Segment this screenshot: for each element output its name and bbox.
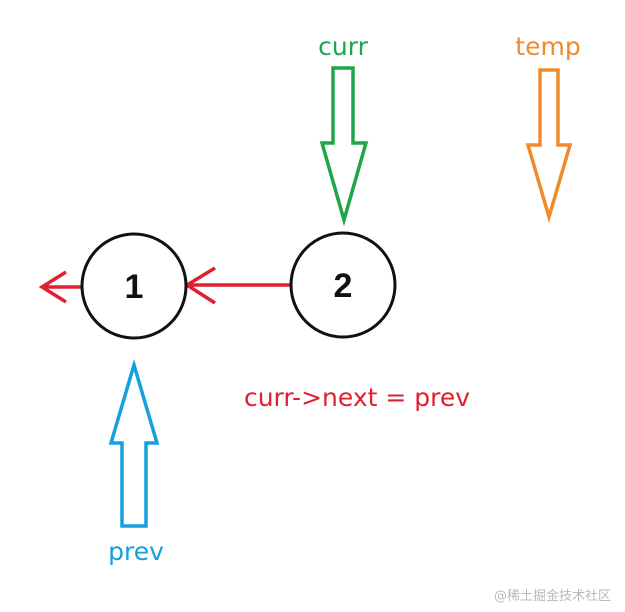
- curr-pointer: curr: [318, 32, 369, 227]
- prev-pointer-label: prev: [108, 537, 164, 566]
- curr-pointer-label: curr: [318, 32, 368, 61]
- temp-pointer: temp: [515, 32, 581, 224]
- reversal-code-annotation: curr->next = prev: [244, 383, 470, 412]
- prev-pointer: prev: [108, 358, 164, 566]
- watermark: @稀土掘金技术社区: [493, 589, 611, 604]
- list-node-2: 2: [289, 231, 397, 339]
- node1-next-arrow: [38, 270, 81, 304]
- node2-next-arrow: [183, 266, 291, 305]
- temp-pointer-arrow: [525, 68, 573, 224]
- temp-pointer-label: temp: [515, 32, 580, 61]
- list-node-1-label: 1: [125, 268, 144, 306]
- list-node-2-circle: [289, 231, 397, 339]
- curr-pointer-arrow: [319, 66, 369, 227]
- list-node-1-circle: [80, 232, 188, 340]
- prev-pointer-arrow: [108, 358, 160, 528]
- node1-next-arrowhead: [38, 270, 67, 304]
- list-node-2-label: 2: [334, 267, 353, 305]
- list-node-1: 1: [80, 232, 188, 340]
